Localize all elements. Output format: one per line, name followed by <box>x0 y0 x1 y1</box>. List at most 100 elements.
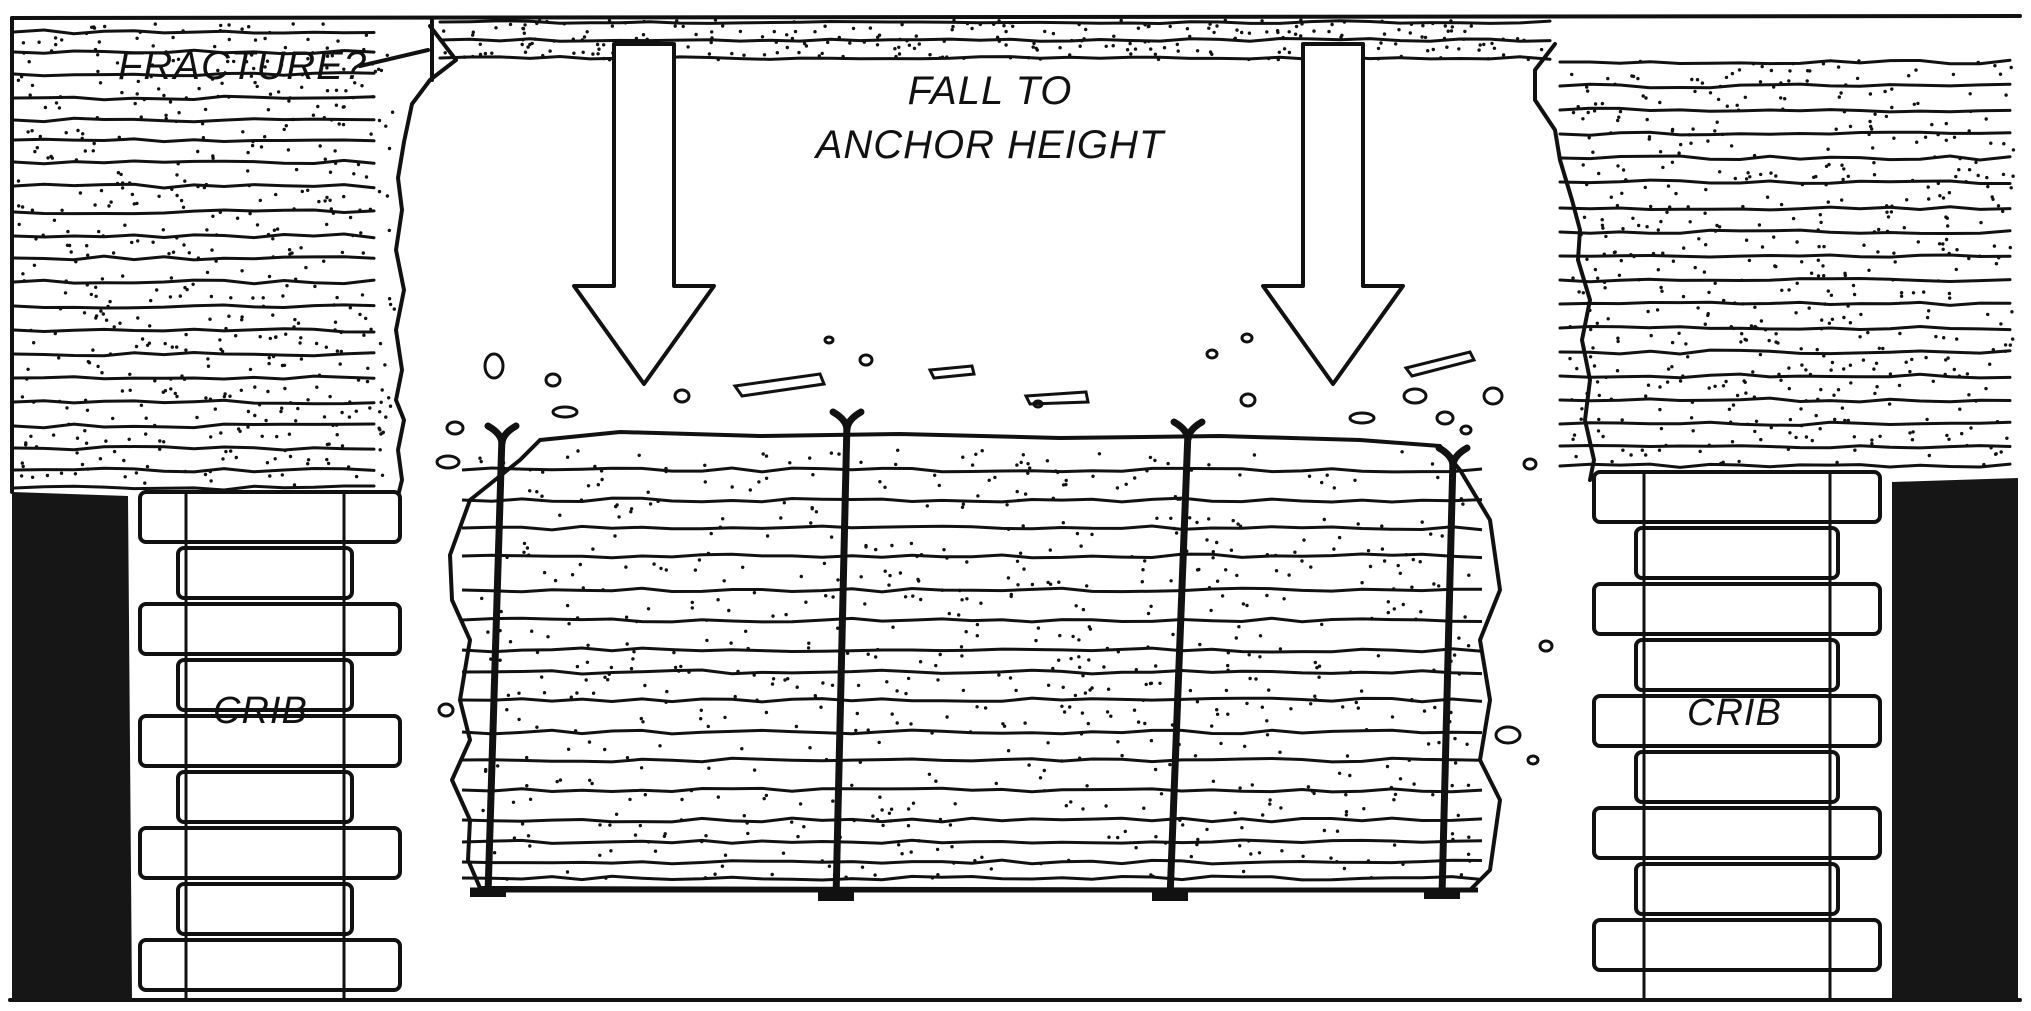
block-stipple-dot <box>1229 548 1234 552</box>
stipple-dot-left <box>177 111 181 115</box>
stipple-dot-right <box>1592 364 1597 368</box>
stipple-dot-left <box>240 27 244 31</box>
block-stipple-dot <box>1265 719 1269 723</box>
stipple-dot-right <box>1842 315 1846 320</box>
stipple-dot-left <box>132 202 136 206</box>
stipple-dot-top <box>528 42 532 47</box>
block-stipple-dot <box>492 851 497 855</box>
block-stipple-dot <box>706 724 710 729</box>
stipple-dot-left <box>266 389 270 394</box>
block-stipple-dot <box>917 579 921 583</box>
stipple-dot-top <box>1129 52 1133 56</box>
stipple-dot-right <box>1808 69 1812 73</box>
stipple-dot-top <box>1490 41 1494 46</box>
stipple-dot-left <box>356 378 361 382</box>
block-stipple-dot <box>983 706 988 710</box>
stipple-dot-left <box>97 229 101 234</box>
block-stipple-dot <box>1309 565 1313 569</box>
stipple-dot-left <box>328 394 332 399</box>
block-stipple-dot <box>957 613 961 617</box>
stipple-dot-right <box>1862 243 1866 247</box>
block-stipple-dot <box>664 568 668 572</box>
crib-right-log <box>1592 918 1882 972</box>
stipple-dot-right <box>1613 250 1617 254</box>
block-stipple-dot <box>1412 782 1416 786</box>
block-stipple-dot <box>1279 806 1283 810</box>
block-stipple-dot <box>663 832 667 836</box>
stipple-dot-top <box>582 35 587 39</box>
stipple-dot-left <box>178 294 182 298</box>
stipple-dot-right <box>1737 459 1741 464</box>
block-stipple-dot <box>1382 559 1387 563</box>
stipple-dot-right <box>1916 240 1921 244</box>
block-stipple-dot <box>1058 633 1062 638</box>
block-stipple-dot <box>629 666 634 671</box>
block-stipple-dot <box>609 849 613 853</box>
block-stratum <box>461 838 1483 845</box>
stipple-dot-right <box>1892 251 1896 255</box>
stipple-dot-left <box>356 162 361 167</box>
stipple-dot-right <box>1873 112 1877 116</box>
block-stipple-dot <box>1241 602 1246 606</box>
roof-stratum-left <box>12 94 376 102</box>
debris-chip <box>437 702 455 718</box>
block-stipple-dot <box>528 844 532 848</box>
stipple-dot-right <box>1947 291 1952 296</box>
block-stipple-dot <box>505 877 509 881</box>
block-stipple-dot <box>1432 668 1436 672</box>
block-stipple-dot <box>1088 688 1092 692</box>
block-stipple-dot <box>794 724 799 729</box>
block-stipple-dot <box>880 808 884 812</box>
roof-stratum-top <box>438 54 1552 61</box>
block-stipple-dot <box>1300 559 1304 563</box>
block-stipple-dot <box>1368 564 1373 569</box>
block-stipple-dot <box>1149 738 1154 743</box>
stipple-dot-top <box>820 51 824 56</box>
stipple-dot-left <box>385 194 390 198</box>
stipple-dot-left <box>340 410 344 415</box>
stipple-dot-right <box>1753 429 1757 434</box>
crib-right-log <box>1592 694 1882 748</box>
stipple-dot-left <box>335 349 340 353</box>
stipple-dot-right <box>1848 124 1853 129</box>
stipple-dot-right <box>1641 94 1645 98</box>
stipple-dot-top <box>526 45 530 49</box>
block-stipple-dot <box>511 800 516 804</box>
stipple-dot-top <box>951 24 955 29</box>
block-stipple-dot <box>930 731 934 735</box>
block-stipple-dot <box>659 566 663 571</box>
stipple-dot-left <box>38 134 42 139</box>
stipple-dot-left <box>250 143 255 148</box>
block-stipple-dot <box>1081 674 1085 678</box>
stipple-dot-top <box>710 30 714 34</box>
stipple-dot-right <box>1986 312 1990 317</box>
block-stipple-dot <box>1085 784 1089 788</box>
block-stipple-dot <box>629 507 634 511</box>
stipple-dot-left <box>158 439 162 443</box>
block-stipple-dot <box>1238 473 1242 477</box>
block-stipple-dot <box>1420 520 1424 524</box>
stipple-dot-right <box>2003 343 2008 347</box>
stipple-dot-left <box>139 115 143 119</box>
stipple-dot-right <box>1581 163 1585 167</box>
debris-chip <box>483 352 505 380</box>
stipple-dot-left <box>200 122 205 126</box>
block-stipple-dot <box>1115 486 1120 490</box>
block-stipple-dot <box>845 651 850 655</box>
block-stipple-dot <box>1307 474 1312 478</box>
stipple-dot-left <box>163 389 168 393</box>
block-stipple-dot <box>866 728 870 732</box>
stipple-dot-left <box>259 145 264 149</box>
block-stipple-dot <box>1219 741 1223 746</box>
stipple-dot-top <box>1084 27 1088 32</box>
stipple-dot-right <box>1986 184 1990 189</box>
block-stipple-dot <box>1074 604 1078 608</box>
stipple-dot-left <box>111 251 116 255</box>
stipple-dot-left <box>53 331 57 336</box>
block-stipple-dot <box>813 695 818 700</box>
stipple-dot-right <box>1735 393 1740 398</box>
block-stipple-dot <box>1168 762 1172 767</box>
crib-right-log <box>1592 470 1882 524</box>
pillar-right <box>1892 478 2018 1000</box>
block-stipple-dot <box>1134 668 1139 672</box>
